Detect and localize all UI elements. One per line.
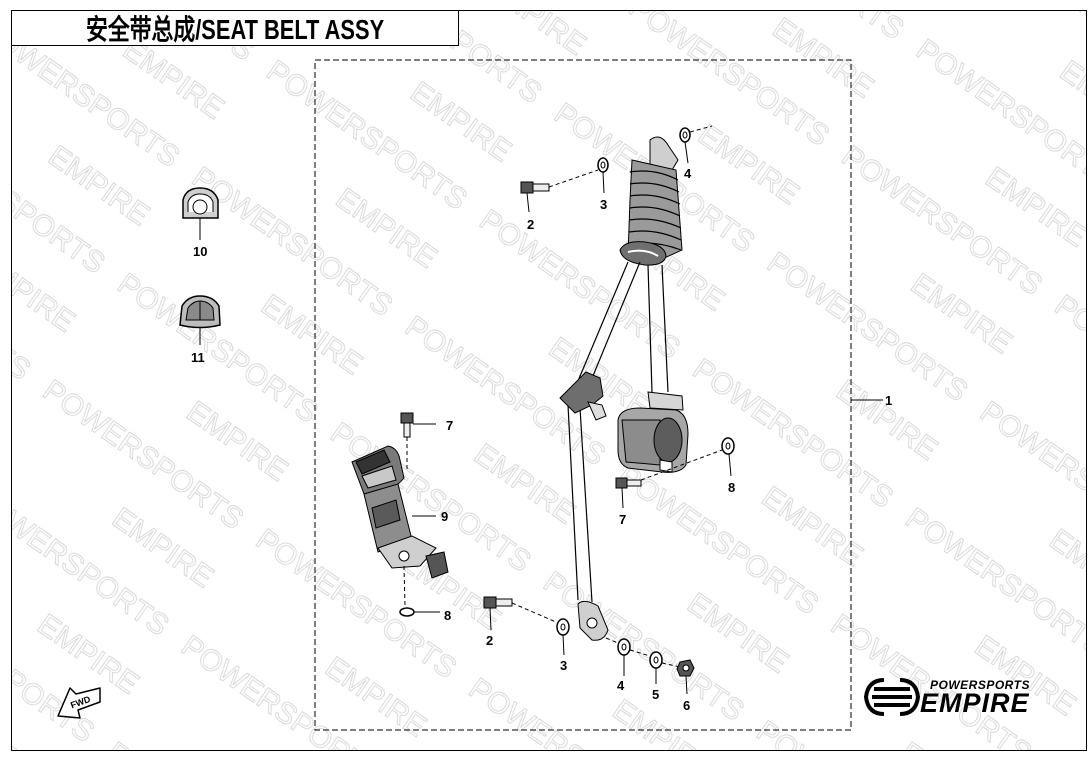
- callout-9: 9: [441, 509, 448, 524]
- callout-3-upper: 3: [600, 197, 607, 212]
- drawing-frame: [11, 10, 1087, 751]
- title-block: 安全带总成/SEAT BELT ASSY: [11, 10, 459, 46]
- retractor-unit: [617, 391, 689, 473]
- fwd-arrow-icon: FWD: [57, 687, 101, 719]
- buckle-assembly: [351, 412, 449, 617]
- callout-2-upper: 2: [527, 217, 534, 232]
- callout-8-retractor: 8: [728, 480, 735, 495]
- part-10-clip: [182, 187, 219, 240]
- callout-8-buckle: 8: [444, 608, 451, 623]
- belt-webbing: [567, 261, 669, 603]
- empire-emblem-icon: [863, 678, 921, 716]
- brand-line1: POWERSPORTS: [930, 678, 1030, 692]
- washer-8-retractor: [721, 437, 735, 477]
- brand-line2: EMPIRE: [920, 688, 1030, 718]
- upper-anchor-assembly: [520, 125, 713, 266]
- callout-4-lower: 4: [617, 678, 625, 693]
- callout-1: 1: [885, 393, 892, 408]
- part-11-clip: [179, 295, 221, 345]
- bolt-2-upper: [520, 181, 550, 213]
- callout-3-lower: 3: [560, 658, 567, 673]
- callout-5: 5: [652, 687, 659, 702]
- brand-logo: POWERSPORTS EMPIRE: [862, 674, 1062, 720]
- callout-7-buckle: 7: [446, 418, 453, 433]
- callout-11: 11: [191, 350, 205, 365]
- callout-6: 6: [683, 698, 690, 713]
- callout-7-retractor: 7: [619, 512, 626, 527]
- callout-4-upper: 4: [684, 166, 692, 181]
- lower-anchor-assembly: [483, 596, 695, 695]
- watermark-pattern: [12, 11, 1086, 750]
- callout-10: 10: [193, 244, 207, 259]
- callout-2-lower: 2: [486, 633, 493, 648]
- page-title: 安全带总成/SEAT BELT ASSY: [85, 14, 385, 45]
- latch-tongue: [559, 371, 607, 421]
- bolt-7-retractor: [615, 449, 723, 509]
